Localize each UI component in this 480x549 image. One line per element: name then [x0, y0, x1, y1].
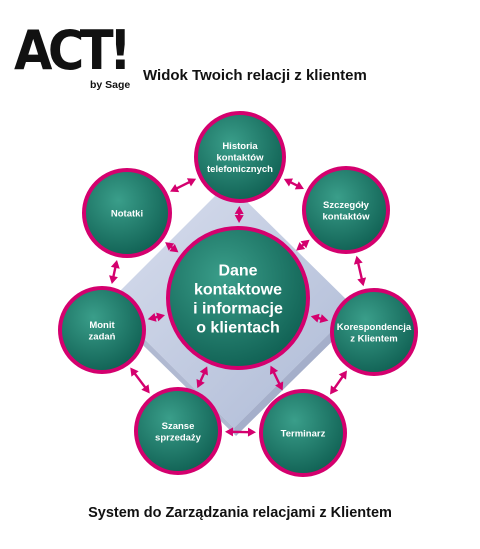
arrow-center-notatki — [165, 242, 179, 253]
arrow-center-szanse — [196, 366, 208, 389]
node-label-line: Szanse — [162, 421, 195, 432]
node-label-line: z Klientem — [350, 333, 398, 344]
arrow-center-terminarz — [269, 365, 284, 391]
center-circle — [166, 226, 310, 370]
node-terminarz: Terminarz — [259, 389, 347, 477]
page-title: Widok Twoich relacji z klientem — [143, 67, 367, 84]
node-circle — [330, 288, 418, 376]
node-label-line: zadań — [89, 331, 116, 342]
diamond-shadow-right — [234, 308, 358, 436]
node-circle — [82, 168, 172, 258]
act-logo: ACT! by Sage — [14, 24, 134, 104]
center-node: Dane kontaktowe i informacje o klientach — [166, 226, 310, 370]
node-circle — [58, 286, 146, 374]
arrow-center-szczegoly — [296, 239, 310, 251]
node-notatki: Notatki — [82, 168, 172, 258]
node-label-line: Historia — [222, 141, 258, 152]
arrow-center-korespondencja — [310, 313, 329, 324]
node-label-line: telefonicznych — [207, 164, 273, 175]
arrow-monit-notatki — [109, 259, 120, 285]
node-circle — [302, 166, 390, 254]
arrow-center-historia — [234, 205, 244, 224]
logo-wordmark: ACT! — [14, 19, 132, 82]
arrow-szczegoly-korespondencja — [353, 255, 367, 287]
node-label-line: kontaktów — [323, 211, 371, 222]
arrow-szanse-monit — [130, 367, 150, 394]
node-label-line: kontaktów — [217, 153, 265, 164]
node-label-line: Szczegóły — [323, 200, 370, 211]
arrow-terminarz-szanse — [224, 427, 257, 437]
node-label-line: Korespondencja — [337, 322, 412, 333]
center-label-line: kontaktowe — [194, 282, 282, 299]
arrow-korespondencja-terminarz — [330, 370, 347, 395]
center-label-line: Dane — [218, 263, 257, 280]
node-label-line: Terminarz — [281, 429, 326, 440]
center-label-line: o klientach — [196, 320, 280, 337]
arrow-center-monit — [147, 312, 165, 322]
node-label-line: sprzedaży — [155, 432, 202, 443]
node-label-line: Monit — [89, 320, 115, 331]
center-label-line: i informacje — [193, 301, 283, 318]
footer-caption: System do Zarządzania relacjami z Klient… — [88, 505, 392, 521]
arrow-notatki-historia — [170, 178, 197, 193]
node-label-line: Notatki — [111, 209, 143, 220]
node-circle — [259, 389, 347, 477]
logo-byline: by Sage — [90, 79, 131, 91]
arrow-historia-szczegoly — [283, 178, 304, 190]
node-circle — [134, 387, 222, 475]
node-circle — [194, 111, 286, 203]
